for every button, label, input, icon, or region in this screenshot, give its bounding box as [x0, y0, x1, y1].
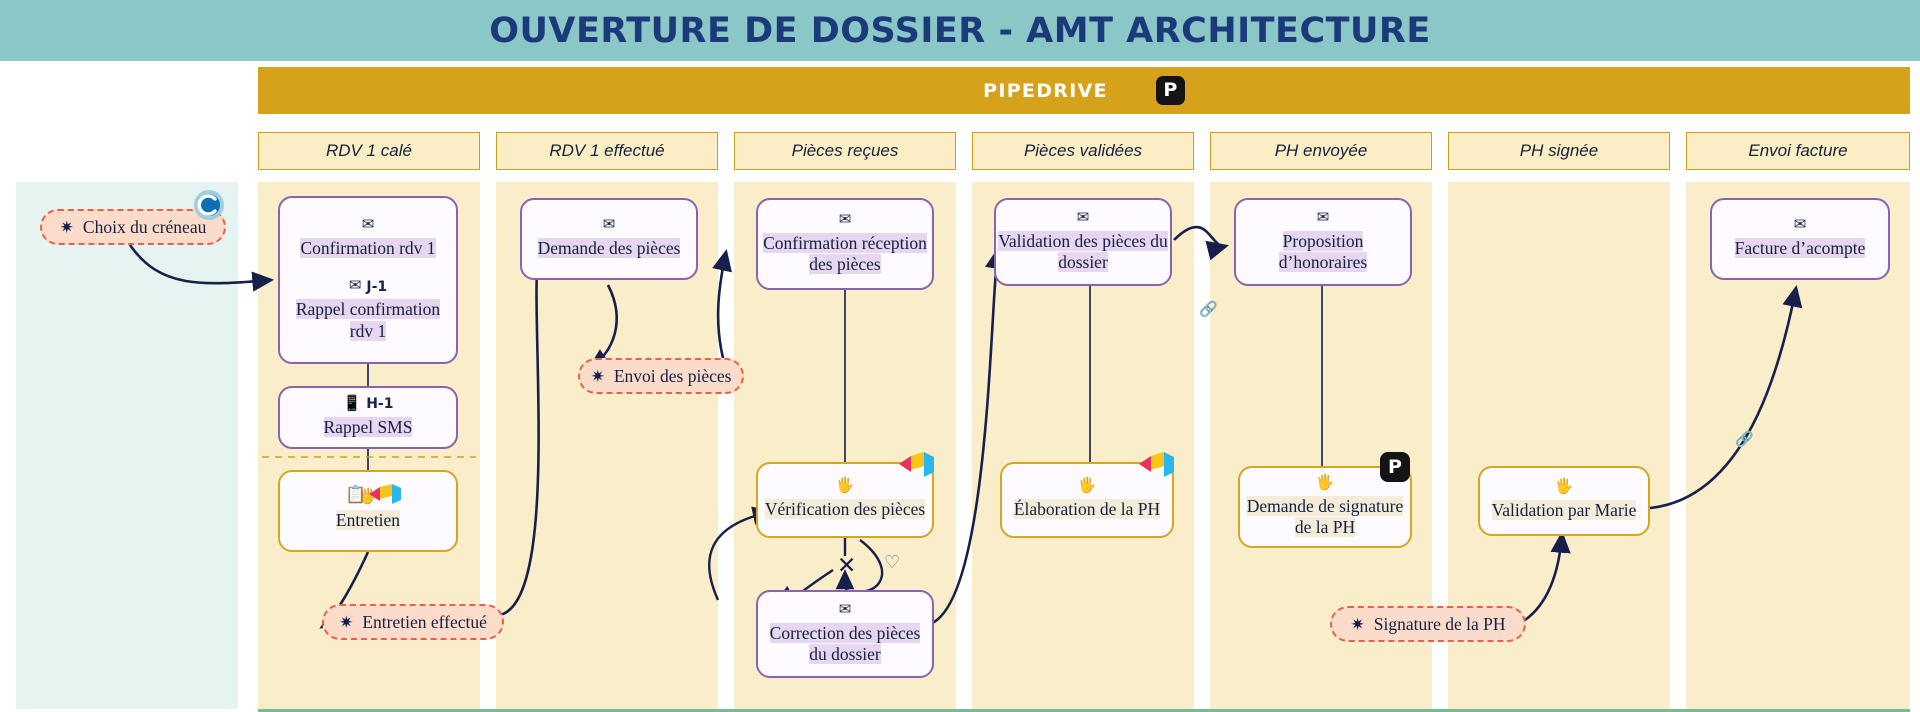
cube-icon — [899, 452, 934, 477]
starburst-icon: ✷ — [590, 366, 605, 386]
task-timing-tag: J-1 — [366, 278, 388, 295]
task-label: Rappel SMS — [323, 416, 413, 437]
envelope-icon: ✉ — [1076, 209, 1090, 226]
event-label: Signature de la PH — [1373, 613, 1506, 634]
stage-header-label: PH envoyée — [1274, 141, 1368, 160]
task-label: Correction des pièces du dossier — [769, 622, 921, 664]
stage-header-pieces-validees[interactable]: Pièces validées — [972, 132, 1194, 170]
task-label: Confirmation rdv 1 — [300, 237, 436, 258]
task-label: Facture d’acompte — [1734, 238, 1866, 259]
task-elaboration-de-la-ph[interactable]: 🖐 Élaboration de la PH — [1000, 462, 1174, 538]
envelope-icon: ✉ — [361, 216, 375, 233]
event-entretien-effectue[interactable]: ✷ Entretien effectué — [322, 604, 504, 640]
footer-divider — [258, 709, 1910, 712]
stage-header-label: PH signée — [1519, 141, 1599, 160]
mobile-phone-icon: 📱H-1 — [342, 395, 394, 413]
task-validation-des-pieces[interactable]: ✉ Validation des pièces du dossier — [994, 198, 1172, 286]
envelope-icon: ✉ — [1316, 209, 1330, 226]
pipedrive-icon: P — [1380, 452, 1410, 482]
envelope-icon: ✉ — [838, 601, 852, 618]
cube-icon — [1139, 452, 1174, 477]
task-demande-des-pieces[interactable]: ✉ Demande des pièces — [520, 198, 698, 280]
calendly-icon — [194, 190, 224, 220]
task-label: Rappel confirmation rdv 1 — [295, 299, 441, 341]
task-label: Confirmation réception des pièces — [763, 232, 927, 274]
envelope-icon: ✉ — [602, 217, 616, 234]
stage-header-envoi-facture[interactable]: Envoi facture — [1686, 132, 1910, 170]
exclusive-gateway-icon[interactable]: ✕ — [837, 553, 857, 579]
event-signature-de-la-ph[interactable]: ✷ Signature de la PH — [1330, 606, 1526, 642]
event-label: Envoi des pièces — [613, 365, 732, 386]
task-confirmation-reception[interactable]: ✉ Confirmation réception des pièces — [756, 198, 934, 290]
task-verification-des-pieces[interactable]: 🖐 Vérification des pièces — [756, 462, 934, 538]
page-title: OUVERTURE DE DOSSIER - AMT ARCHITECTURE — [489, 10, 1431, 51]
task-timing-tag: H-1 — [366, 396, 394, 413]
stage-header-ph-envoyee[interactable]: PH envoyée — [1210, 132, 1432, 170]
task-proposition-honoraires[interactable]: ✉ Proposition d’honoraires — [1234, 198, 1412, 286]
starburst-icon: ✷ — [1350, 614, 1365, 634]
starburst-icon: ✷ — [339, 612, 354, 632]
task-facture-acompte[interactable]: ✉ Facture d’acompte — [1710, 198, 1890, 280]
task-label: Entretien — [335, 510, 401, 531]
task-label: Demande de signature de la PH — [1246, 495, 1404, 537]
starburst-icon: ✷ — [59, 217, 74, 237]
hand-icon: 🖐 — [835, 478, 855, 495]
task-confirmation-rdv-1[interactable]: ✉ Confirmation rdv 1 ✉J-1 Rappel confirm… — [278, 196, 458, 364]
cube-icon — [369, 484, 402, 504]
pipedrive-icon: P — [1155, 76, 1185, 105]
pipedrive-banner: PIPEDRIVE P — [258, 67, 1910, 114]
task-demande-signature-ph[interactable]: 🖐 Demande de signature de la PH — [1238, 466, 1412, 548]
stage-header-label: RDV 1 effectué — [549, 141, 665, 160]
task-label: Élaboration de la PH — [1013, 499, 1161, 520]
hand-icon: 🖐 — [1315, 474, 1335, 491]
stage-header-rdv1-effectue[interactable]: RDV 1 effectué — [496, 132, 718, 170]
task-entretien[interactable]: 🖐 Entretien — [278, 470, 458, 552]
task-rappel-sms[interactable]: 📱H-1 Rappel SMS — [278, 386, 458, 449]
hand-icon: 🖐 — [1554, 479, 1574, 496]
envelope-icon: ✉ — [1793, 217, 1807, 234]
client-lane — [16, 182, 238, 709]
link-icon: 🔗 — [1199, 302, 1218, 318]
task-correction-des-pieces[interactable]: ✉ Correction des pièces du dossier — [756, 590, 934, 678]
hand-icon: 🖐 — [1077, 478, 1097, 495]
event-label: Choix du créneau — [82, 216, 207, 237]
task-label: Validation par Marie — [1491, 500, 1637, 521]
envelope-icon: ✉ — [838, 211, 852, 228]
event-choix-du-creneau[interactable]: ✷ Choix du créneau — [40, 209, 226, 245]
task-label: Demande des pièces — [537, 238, 681, 259]
stage-header-label: Pièces validées — [1023, 141, 1143, 160]
task-label: Vérification des pièces — [764, 499, 926, 520]
task-label: Validation des pièces du dossier — [998, 230, 1168, 272]
entretien-integration-icons: 📋 — [345, 483, 402, 505]
event-envoi-des-pieces[interactable]: ✷ Envoi des pièces — [578, 358, 744, 394]
envelope-icon: ✉J-1 — [348, 278, 388, 295]
heart-marker-icon: ♡ — [884, 552, 901, 572]
event-label: Entretien effectué — [362, 611, 487, 632]
stage-header-pieces-recues[interactable]: Pièces reçues — [734, 132, 956, 170]
pipedrive-label: PIPEDRIVE — [983, 79, 1108, 102]
task-label: Proposition d’honoraires — [1278, 230, 1368, 272]
stage-header-rdv1-cale[interactable]: RDV 1 calé — [258, 132, 480, 170]
stage-header-label: Envoi facture — [1748, 141, 1848, 160]
page-title-bar: OUVERTURE DE DOSSIER - AMT ARCHITECTURE — [0, 0, 1920, 61]
stage-header-ph-signee[interactable]: PH signée — [1448, 132, 1670, 170]
task-validation-par-marie[interactable]: 🖐 Validation par Marie — [1478, 466, 1650, 536]
stage-header-label: RDV 1 calé — [326, 141, 412, 160]
link-icon: 🔗 — [1735, 432, 1754, 448]
clipboard-icon: 📋 — [345, 484, 367, 504]
stage-header-label: Pièces reçues — [791, 141, 899, 160]
